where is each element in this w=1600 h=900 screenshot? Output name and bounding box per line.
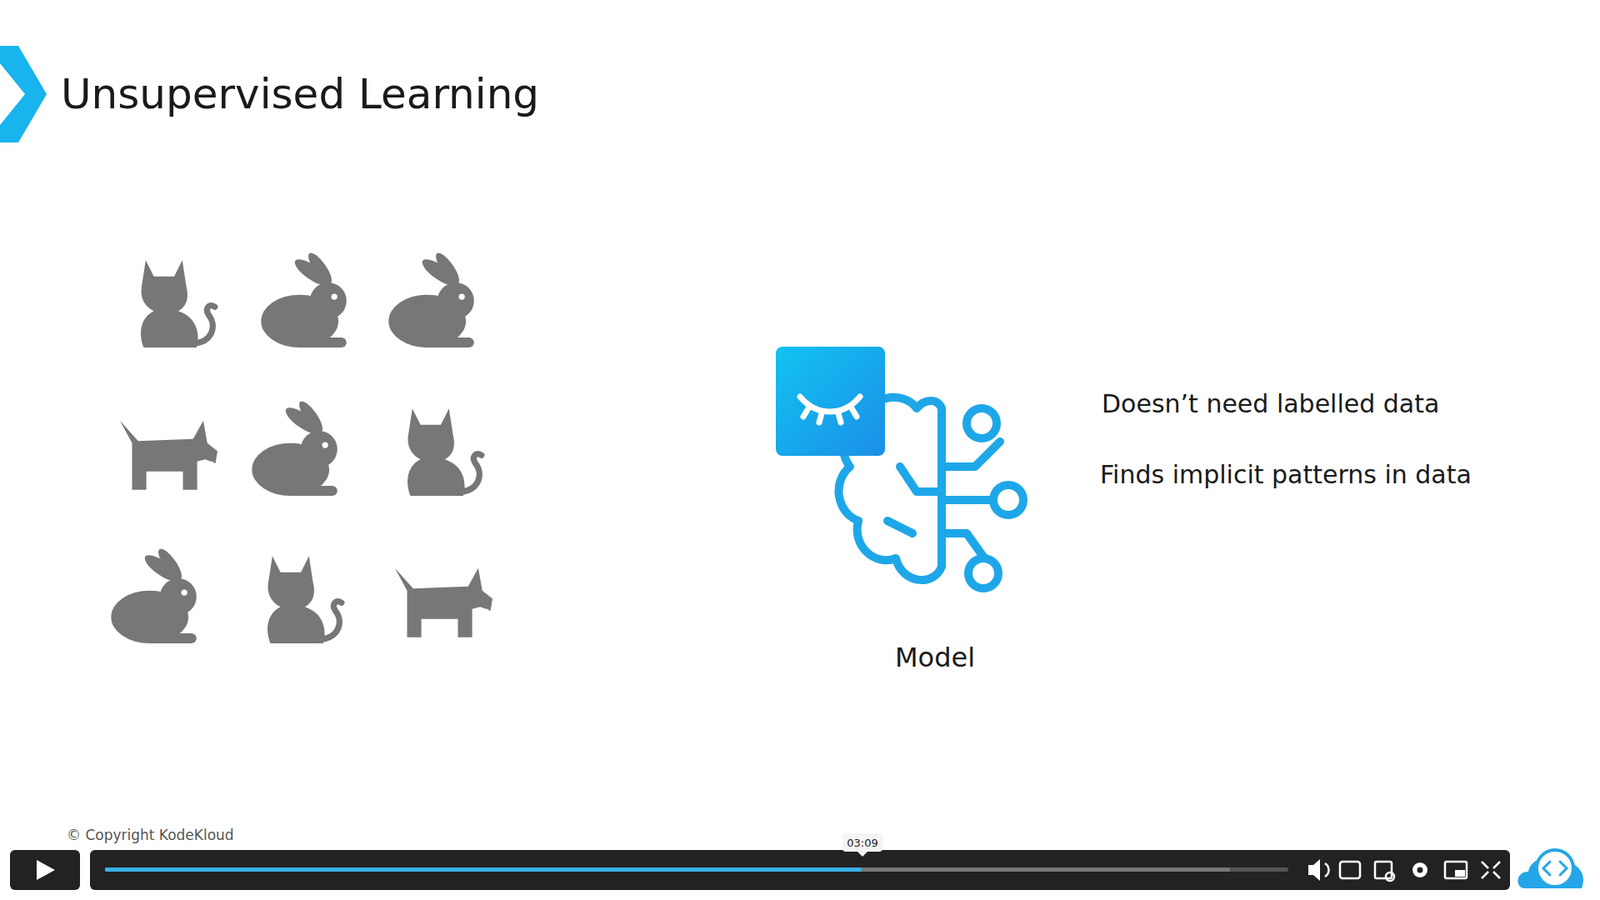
animal-grid xyxy=(110,250,493,644)
copyright-note: © Copyright KodeKloud xyxy=(66,826,235,844)
video-controls xyxy=(10,833,1584,890)
chevron xyxy=(0,45,47,143)
time-tooltip: 03:09 xyxy=(846,836,878,850)
closed-eye xyxy=(800,396,860,423)
bullet-text: Doesn’t need labelled data xyxy=(1101,389,1440,419)
bullet-text: Finds implicit patterns in data xyxy=(1100,460,1472,490)
icon-caption: Model xyxy=(895,641,975,674)
slide-title: Unsupervised Learning xyxy=(60,70,540,119)
eye-badge xyxy=(775,346,885,456)
